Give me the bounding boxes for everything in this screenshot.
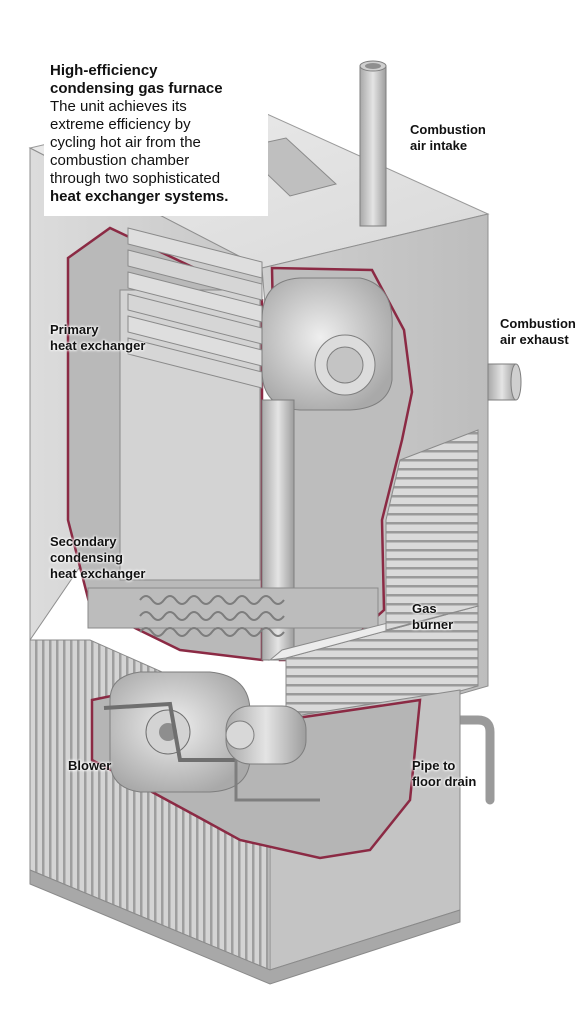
label-combustion-air-intake: Combustion air intake [410, 122, 486, 154]
label-line: burner [412, 617, 454, 632]
combustion-air-intake-pipe [359, 60, 387, 227]
label-line: Blower [68, 758, 112, 773]
label-line: heat exchanger [50, 338, 146, 353]
label-line: air intake [410, 138, 468, 153]
label-blower: Blower [68, 758, 111, 774]
label-line: Combustion [500, 316, 576, 331]
label-secondary-condensing-heat-exchanger: Secondary condensing heat exchanger [50, 534, 145, 582]
intro-body-line-4: combustion chamber [50, 152, 190, 169]
drain-pipe [455, 715, 495, 805]
intro-body-line-1: The unit achieves its [50, 98, 187, 115]
label-gas-burner: Gas burner [412, 601, 453, 633]
label-pipe-to-floor-drain: Pipe to floor drain [412, 758, 476, 790]
label-line: Pipe to [412, 758, 456, 773]
cabinet-base [29, 869, 461, 985]
intro-body-line-5: through two sophisticated [50, 170, 221, 187]
label-line: heat exchanger [50, 566, 146, 581]
label-primary-heat-exchanger: Primary heat exchanger [50, 322, 145, 354]
heat-exchanger-fins [127, 227, 263, 389]
side-vent-grille [385, 429, 479, 631]
intro-title-line-2: condensing gas furnace [50, 80, 223, 97]
label-line: condensing [50, 550, 123, 565]
blower-housing [103, 671, 251, 793]
intro-title-line-1: High-efficiency [50, 62, 158, 79]
label-combustion-air-exhaust: Combustion air exhaust [500, 316, 576, 348]
blower-motor [225, 705, 320, 802]
inducer-fan-housing [261, 277, 393, 411]
label-line: Gas [412, 601, 437, 616]
label-line: Combustion [410, 122, 486, 137]
label-line: floor drain [412, 774, 477, 789]
secondary-condensing-coil [87, 587, 379, 637]
label-line: air exhaust [500, 332, 569, 347]
intro-caption: High-efficiency condensing gas furnace T… [44, 58, 268, 216]
label-line: Secondary [50, 534, 117, 549]
intro-body-line-2: extreme efficiency by [50, 116, 191, 133]
intro-body-bold: heat exchanger systems. [50, 188, 229, 205]
label-line: Primary [50, 322, 99, 337]
combustion-air-exhaust-pipe [487, 363, 522, 401]
intro-body-line-3: cycling hot air from the [50, 134, 201, 151]
